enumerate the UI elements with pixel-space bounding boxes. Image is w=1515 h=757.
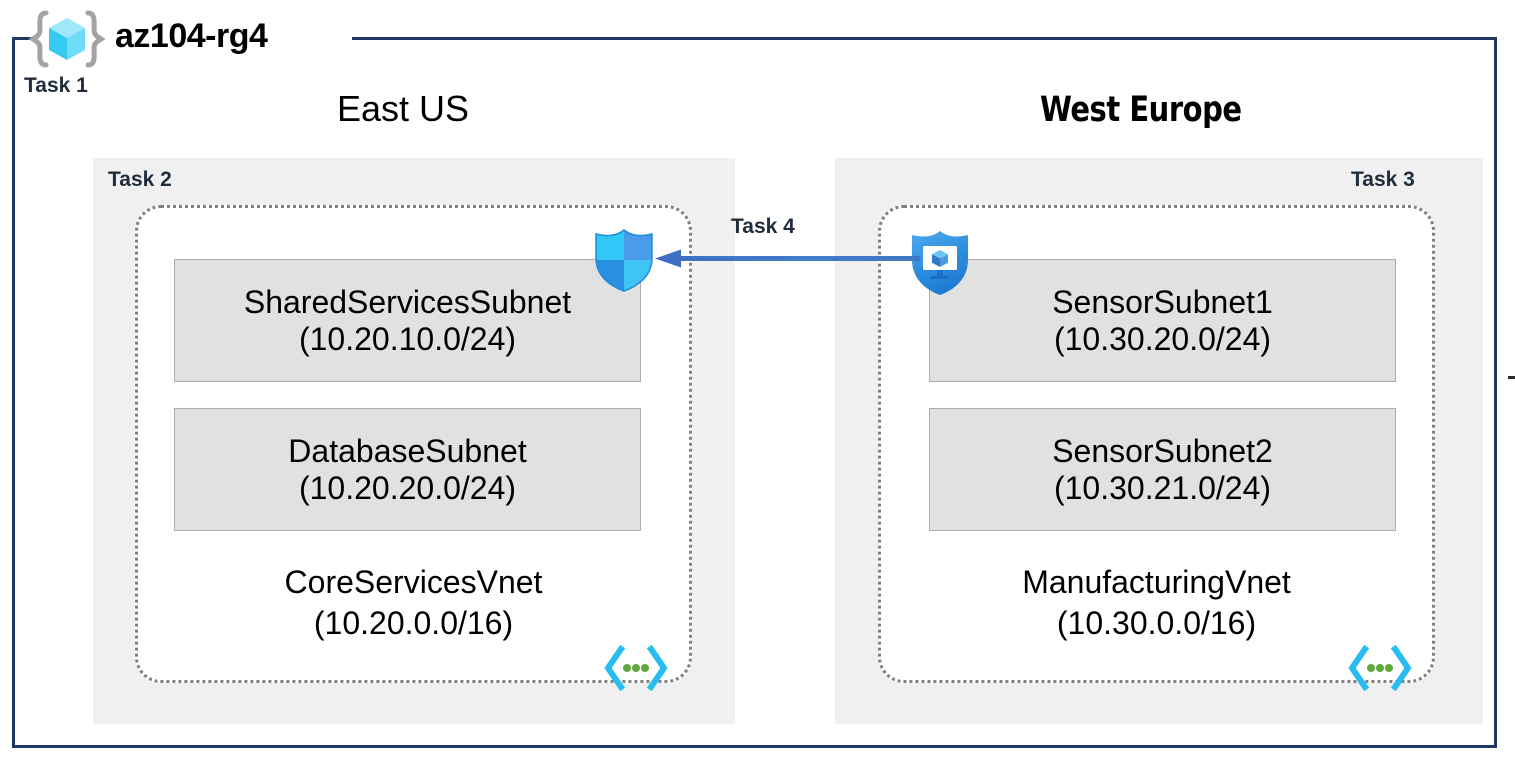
vnet-cidr: (10.20.0.0/16) — [313, 604, 514, 641]
task-4-label: Task 4 — [731, 215, 795, 238]
vnet-caption-coreservicesvnet: CoreServicesVnet (10.20.0.0/16) — [135, 562, 692, 644]
subnet-sharedservicessubnet: SharedServicesSubnet (10.20.10.0/24) — [174, 259, 641, 382]
subnet-name: SharedServicesSubnet — [243, 284, 572, 321]
vnet-caption-manufacturingvnet: ManufacturingVnet (10.30.0.0/16) — [878, 562, 1435, 644]
resource-group-icon — [28, 10, 106, 68]
task-1-label: Task 1 — [24, 74, 88, 97]
subnet-name: SensorSubnet1 — [1052, 284, 1273, 321]
vnet-name: ManufacturingVnet — [1022, 564, 1291, 600]
vnet-peering-arrow — [655, 246, 920, 270]
page-title: az104-rg4 — [115, 17, 268, 55]
subnet-databasesubnet: DatabaseSubnet (10.20.20.0/24) — [174, 408, 641, 531]
subnet-cidr: (10.20.10.0/24) — [298, 320, 517, 357]
subnet-sensorsubnet1: SensorSubnet1 (10.30.20.0/24) — [929, 259, 1396, 382]
region-title-west-europe: West Europe — [1040, 90, 1242, 130]
virtual-machine-shield-icon — [908, 228, 972, 298]
subnet-sensorsubnet2: SensorSubnet2 (10.30.21.0/24) — [929, 408, 1396, 531]
network-security-group-shield-icon — [592, 228, 656, 293]
region-title-east-us: East US — [337, 88, 470, 129]
virtual-network-icon — [603, 644, 669, 692]
subnet-cidr: (10.20.20.0/24) — [298, 469, 517, 506]
vnet-name: CoreServicesVnet — [284, 564, 543, 600]
subnet-name: SensorSubnet2 — [1052, 433, 1273, 470]
task-3-label: Task 3 — [1351, 168, 1415, 191]
task-2-label: Task 2 — [108, 168, 172, 191]
frame-top-border-left — [12, 37, 34, 40]
subnet-name: DatabaseSubnet — [288, 433, 527, 470]
edge-tick-mark — [1508, 376, 1515, 379]
vnet-cidr: (10.30.0.0/16) — [1056, 604, 1257, 641]
virtual-network-icon — [1347, 644, 1413, 692]
subnet-cidr: (10.30.20.0/24) — [1053, 320, 1272, 357]
frame-top-border-right — [352, 37, 1497, 40]
resource-group-frame — [12, 37, 1497, 748]
subnet-cidr: (10.30.21.0/24) — [1053, 469, 1272, 506]
